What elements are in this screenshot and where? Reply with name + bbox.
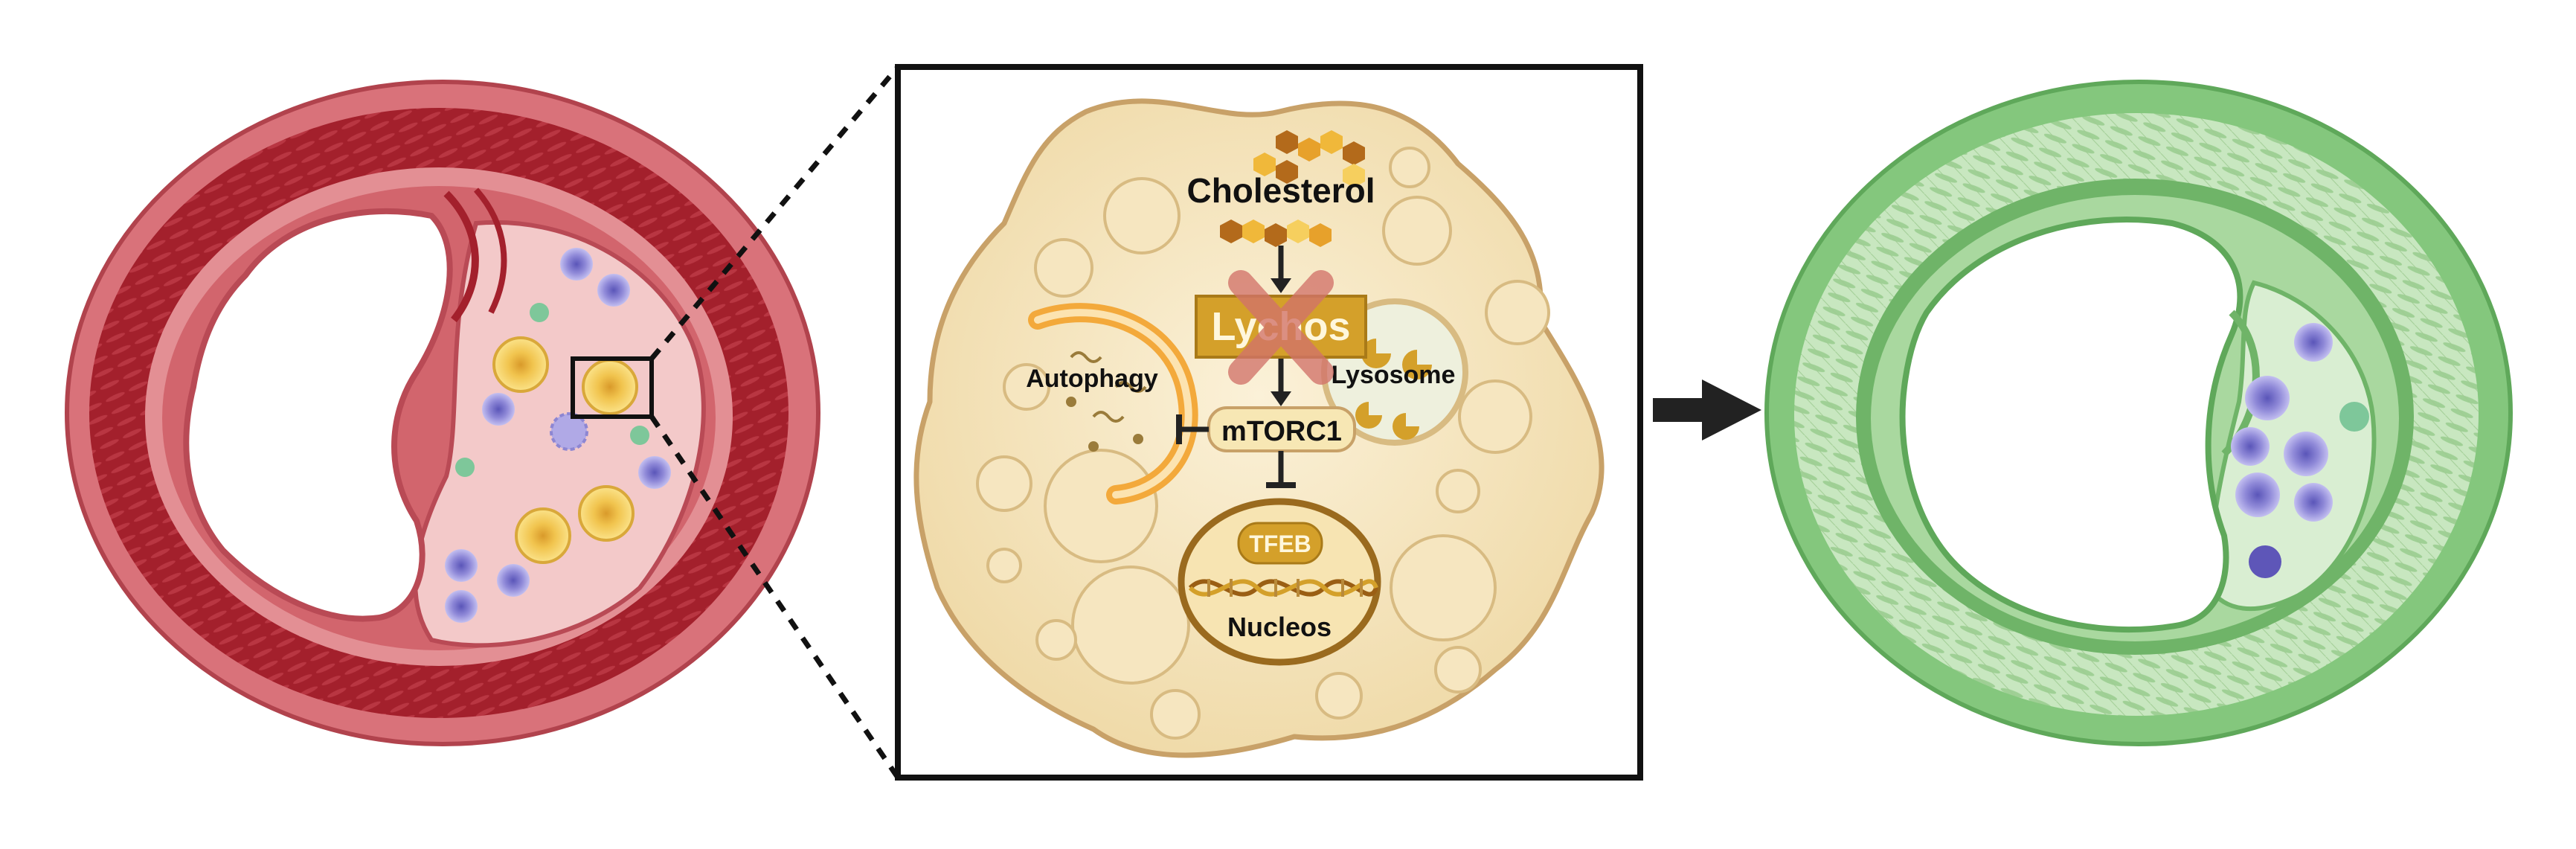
autophagy-label: Autophagy bbox=[1026, 365, 1158, 393]
cholesterol-label: Cholesterol bbox=[1186, 171, 1375, 210]
foam-cell-icon bbox=[492, 336, 638, 564]
inhibition-cross-icon bbox=[1228, 270, 1334, 385]
healthy-artery bbox=[1764, 80, 2513, 746]
diseased-artery bbox=[65, 80, 820, 746]
autophagosome-icon bbox=[1028, 303, 1198, 504]
arrow-down-icon bbox=[1271, 391, 1291, 406]
vessel-lumen bbox=[183, 208, 453, 622]
macrophage-icon bbox=[445, 248, 671, 623]
vessel-lumen bbox=[1899, 217, 2243, 633]
mtorc1-label: mTORC1 bbox=[1221, 416, 1342, 447]
lysosome-label: Lysosome bbox=[1332, 361, 1456, 389]
nucleus-organelle bbox=[1178, 498, 1381, 666]
lipid-droplet-icon bbox=[976, 147, 1550, 740]
tfeb-box bbox=[1237, 522, 1323, 565]
zoom-connector-lines bbox=[649, 65, 900, 779]
tfeb-label: TFEB bbox=[1249, 531, 1311, 557]
nucleus-label: Nucleos bbox=[1227, 612, 1332, 642]
zoom-panel: Cholesterol Lysosome Lychos bbox=[895, 64, 1643, 781]
arrow-right-icon bbox=[1653, 379, 1761, 440]
arrow-down-icon bbox=[1271, 278, 1291, 293]
zoom-box bbox=[571, 356, 654, 419]
cholesterol-crystals-icon bbox=[1220, 130, 1365, 247]
dna-helix-icon bbox=[1188, 579, 1378, 597]
macrophage-icon bbox=[2231, 323, 2369, 578]
